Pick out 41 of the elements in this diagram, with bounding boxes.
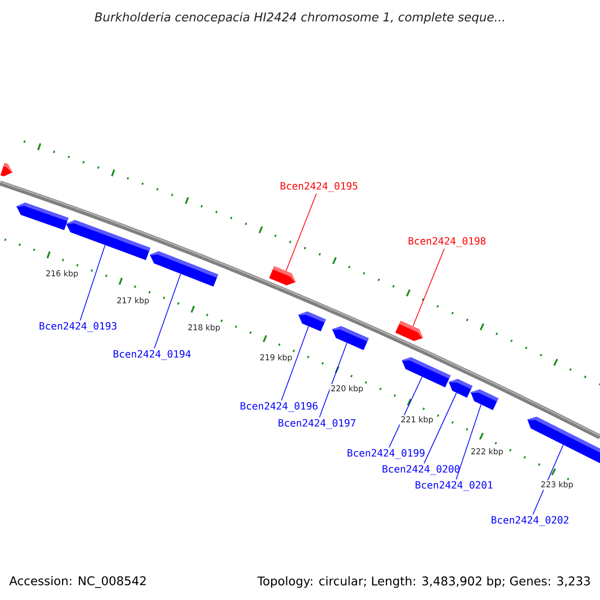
gene-label: Bcen2424_0201 — [416, 481, 492, 491]
scale-label: 223 kbp — [540, 480, 574, 490]
leader-line — [281, 326, 309, 401]
gene-label: Bcen2424_0193 — [40, 322, 116, 332]
summary-text: Topology: circular; Length: 3,483,902 bp; Genes: 3,233 — [257, 576, 590, 588]
gene-label: Bcen2424_0197 — [278, 419, 356, 429]
scale-label: 216 kbp — [44, 269, 80, 279]
scale-label: 222 kbp — [470, 447, 504, 457]
gene-block — [332, 326, 369, 350]
gene-label: Bcen2424_0194 — [114, 350, 191, 360]
gene-label: Bcen2424_0199 — [348, 449, 424, 459]
scale-label: 218 kbp — [186, 323, 222, 333]
gene-label: Bcen2424_0198 — [408, 237, 486, 247]
gene-block — [66, 220, 150, 260]
scale-label: 219 kbp — [258, 353, 294, 363]
leader-line — [456, 404, 482, 480]
leader-line — [80, 244, 106, 321]
scale-label: 220 kbp — [330, 384, 364, 394]
gene-label: Bcen2424_0200 — [382, 465, 460, 475]
gene-block — [298, 312, 326, 332]
gene-block — [470, 389, 498, 410]
gene-block — [0, 162, 12, 176]
gene-block — [150, 251, 218, 287]
gene-label: Bcen2424_0195 — [280, 182, 358, 192]
gene-block — [269, 266, 296, 286]
leader-line — [319, 342, 348, 418]
gene-block — [527, 416, 600, 464]
scale-label: 217 kbp — [116, 296, 150, 306]
gene-label: Bcen2424_0196 — [240, 402, 318, 412]
leader-line — [286, 193, 317, 272]
leader-line — [412, 248, 445, 327]
gene-block — [395, 320, 423, 342]
gene-block — [448, 379, 473, 398]
title: Burkholderia cenocepacia HI2424 chromosome 1, complete seque... — [94, 12, 504, 24]
leader-line — [424, 392, 457, 464]
gene-block — [402, 357, 451, 388]
leader-line — [154, 274, 181, 349]
gene-label: Bcen2424_0202 — [492, 516, 568, 526]
scale-label: 221 kbp — [400, 415, 434, 425]
accession-text: Accession: NC_008542 — [9, 576, 146, 588]
gene-block — [16, 202, 69, 230]
